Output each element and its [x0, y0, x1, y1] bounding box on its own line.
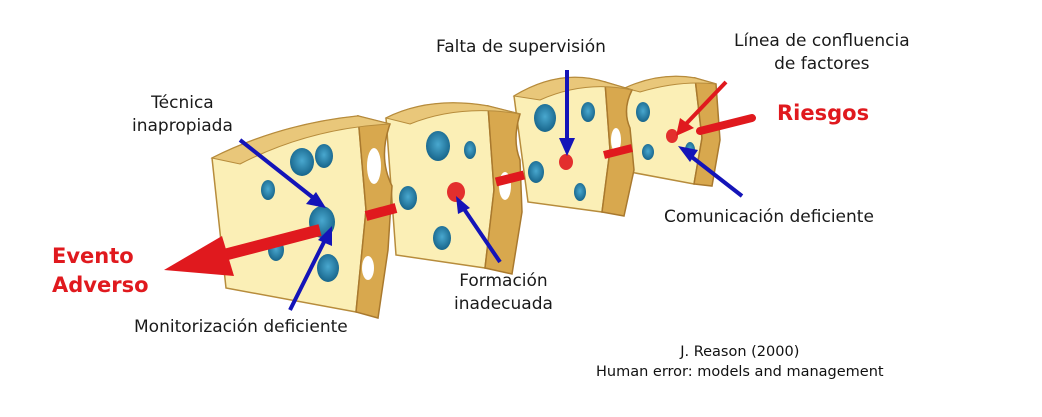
label-linea-confluencia-line2: de factores — [774, 54, 870, 74]
label-formacion-line2: inadecuada — [454, 294, 553, 314]
label-linea-confluencia: Línea de confluencia de factores — [734, 30, 910, 76]
comunicacion-arrow — [678, 146, 744, 198]
label-monitorizacion: Monitorización deficiente — [134, 317, 348, 337]
label-falta-supervision: Falta de supervisión — [436, 37, 606, 57]
citation: J. Reason (2000) Human error: models and… — [596, 342, 884, 382]
label-tecnica-line1: Técnica — [151, 93, 214, 113]
citation-line2: Human error: models and management — [596, 364, 884, 380]
label-formacion: Formación inadecuada — [454, 270, 553, 316]
confluence-arrow — [164, 114, 756, 276]
monitorizacion-arrow — [288, 226, 332, 311]
label-evento-adverso: Evento Adverso — [52, 242, 149, 300]
label-comunicacion: Comunicación deficiente — [664, 207, 874, 227]
label-evento-line1: Evento — [52, 244, 134, 268]
tecnica-arrow — [238, 138, 326, 208]
label-riesgos: Riesgos — [777, 101, 870, 125]
supervision-arrow — [559, 70, 575, 156]
cheese-slice-2 — [384, 102, 523, 275]
cheese-slice-4 — [623, 75, 721, 187]
label-linea-confluencia-line1: Línea de confluencia — [734, 31, 910, 51]
confluence-pointer-arrow — [676, 80, 728, 136]
label-tecnica-line2: inapropiada — [132, 116, 233, 136]
label-tecnica: Técnica inapropiada — [132, 92, 233, 138]
citation-line1: J. Reason (2000) — [680, 344, 800, 360]
label-evento-line2: Adverso — [52, 273, 149, 297]
cheese-slice-3 — [512, 76, 635, 217]
label-formacion-line1: Formación — [459, 271, 548, 291]
formacion-arrow — [456, 196, 502, 264]
cheese-slice-1 — [210, 115, 393, 319]
